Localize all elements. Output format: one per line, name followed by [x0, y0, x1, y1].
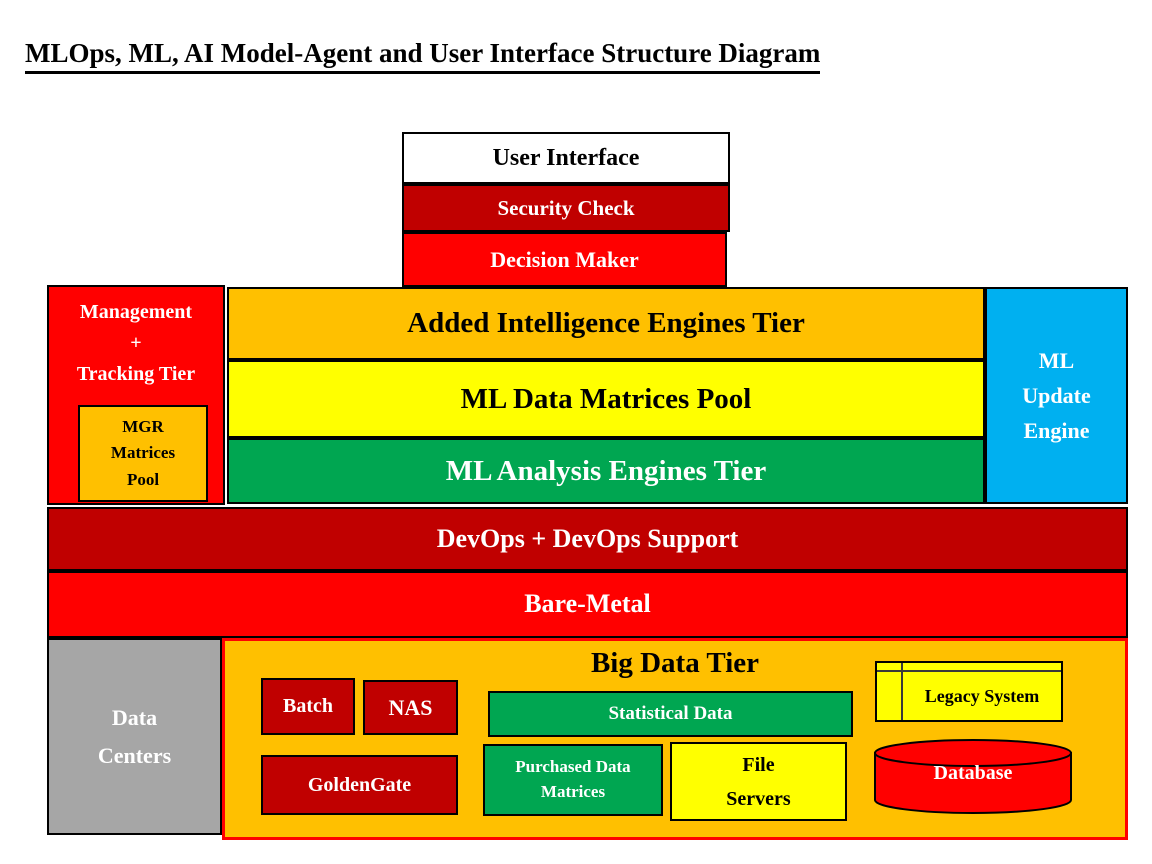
legacy-system-label: Legacy System [924, 685, 1040, 706]
ml-update-engine-box: ML Update Engine [985, 287, 1128, 504]
nas-label: NAS [388, 694, 433, 720]
bare-metal-label: Bare-Metal [524, 589, 651, 619]
ml-analysis-label: ML Analysis Engines Tier [445, 454, 767, 487]
legacy-system-box: Legacy System [875, 661, 1063, 722]
big-data-tier-title: Big Data Tier [590, 647, 760, 679]
database-cylinder: Database [873, 738, 1073, 816]
file-servers-line2: Servers [726, 787, 791, 810]
legacy-system-divider-line [901, 663, 903, 720]
management-tracking-line1: Management [79, 301, 193, 323]
security-check-label: Security Check [497, 195, 635, 220]
data-centers-box: Data Centers [47, 638, 222, 835]
goldengate-label: GoldenGate [307, 773, 412, 796]
purchased-data-matrices-box: Purchased Data Matrices [483, 744, 663, 816]
batch-label: Batch [283, 695, 333, 717]
bare-metal-bar: Bare-Metal [47, 571, 1128, 638]
diagram-title: MLOps, ML, AI Model-Agent and User Inter… [25, 38, 821, 74]
data-centers-line1: Data [111, 705, 158, 731]
mgr-pool-line3: Pool [126, 469, 160, 489]
decision-maker-label: Decision Maker [490, 246, 639, 272]
user-interface-label: User Interface [492, 145, 640, 171]
security-check-box: Security Check [402, 184, 730, 232]
ml-update-line2: Update [1022, 382, 1091, 408]
file-servers-line1: File [742, 753, 775, 776]
ml-data-matrices-pool-box: ML Data Matrices Pool [227, 360, 985, 438]
mgr-pool-line2: Matrices [110, 443, 176, 463]
added-intelligence-label: Added Intelligence Engines Tier [407, 307, 805, 340]
devops-label: DevOps + DevOps Support [436, 523, 739, 553]
data-centers-line2: Centers [97, 742, 172, 768]
database-label: Database [933, 762, 1013, 784]
added-intelligence-engines-tier-box: Added Intelligence Engines Tier [227, 287, 985, 360]
goldengate-box: GoldenGate [261, 755, 458, 815]
mgr-pool-line1: MGR [122, 416, 164, 436]
management-tracking-line3: Tracking Tier [76, 363, 196, 385]
ml-data-matrices-label: ML Data Matrices Pool [460, 382, 752, 415]
statistical-data-label: Statistical Data [608, 703, 733, 725]
devops-support-bar: DevOps + DevOps Support [47, 507, 1128, 571]
decision-maker-box: Decision Maker [402, 232, 727, 287]
file-servers-box: File Servers [670, 742, 847, 821]
ml-analysis-engines-tier-box: ML Analysis Engines Tier [227, 438, 985, 504]
ml-update-line1: ML [1038, 347, 1075, 373]
management-tracking-line2: + [130, 332, 142, 354]
database-cylinder-icon [874, 739, 1072, 814]
purchased-line1: Purchased Data [515, 757, 631, 777]
ml-update-line3: Engine [1023, 418, 1090, 444]
batch-box: Batch [261, 678, 355, 735]
statistical-data-box: Statistical Data [488, 691, 853, 737]
purchased-line2: Matrices [540, 782, 606, 801]
nas-box: NAS [363, 680, 458, 735]
mgr-matrices-pool-box: MGR Matrices Pool [78, 405, 208, 502]
user-interface-box: User Interface [402, 132, 730, 184]
legacy-system-header-strip [877, 663, 1061, 672]
